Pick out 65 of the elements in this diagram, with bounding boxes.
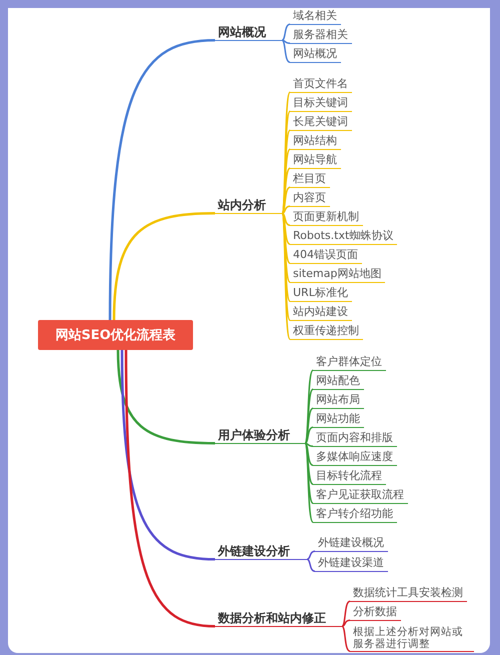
leaf-topic: 域名相关	[290, 9, 341, 25]
branch-line	[282, 206, 290, 214]
branch-topic: 用户体验分析	[215, 427, 305, 444]
leaf-topic: 页面内容和排版	[313, 431, 397, 447]
leaf-topic: 权重传递控制	[290, 324, 363, 340]
leaf-topic: URL标准化	[290, 286, 352, 302]
branch-line	[124, 350, 216, 628]
branch-line	[281, 212, 290, 245]
leaf-topic: 网站布局	[313, 393, 364, 409]
leaf-topic: 网站导航	[290, 153, 341, 169]
leaf-topic: 分析数据	[350, 605, 401, 621]
branch-line	[304, 442, 314, 504]
branch-line	[304, 442, 314, 466]
leaf-topic: 客户见证获取流程	[313, 488, 408, 504]
leaf-topic: 网站结构	[290, 134, 341, 150]
leaf-topic: 内容页	[290, 191, 330, 207]
leaf-topic: 根据上述分析对网站或服务器进行调整	[350, 626, 474, 652]
branch-line	[282, 186, 290, 214]
branch-line	[342, 600, 350, 627]
branch-topic: 外链建设分析	[215, 543, 307, 560]
branch-line	[306, 558, 316, 572]
branch-line	[304, 408, 314, 444]
leaf-topic: 多媒体响应速度	[313, 450, 397, 466]
leaf-topic: 外链建设渠道	[315, 556, 388, 572]
leaf-topic: 外链建设概况	[315, 536, 388, 552]
root-topic: 网站SEO优化流程表	[38, 320, 193, 350]
leaf-topic: 数据统计工具安装检测	[350, 586, 467, 602]
branch-topic: 数据分析和站内修正	[215, 610, 342, 627]
leaf-topic: 首页文件名	[290, 77, 352, 93]
leaf-topic: 404错误页面	[290, 248, 362, 264]
leaf-topic: 站内站建设	[290, 305, 352, 321]
branch-line	[281, 212, 291, 283]
branch-line	[120, 350, 216, 560]
branch-line	[282, 212, 290, 226]
branch-line	[116, 350, 216, 444]
branch-line	[282, 40, 290, 63]
branch-line	[281, 212, 290, 264]
leaf-topic: 网站功能	[313, 412, 364, 428]
leaf-topic: 目标转化流程	[313, 469, 386, 485]
branch-line	[304, 442, 314, 523]
branch-line	[282, 24, 290, 41]
branch-line	[304, 426, 314, 444]
leaf-topic: 栏目页	[290, 172, 330, 188]
branch-line	[281, 213, 291, 340]
leaf-topic: 页面更新机制	[290, 210, 363, 226]
branch-line	[304, 442, 314, 485]
branch-line	[306, 550, 316, 560]
branch-line	[342, 626, 350, 652]
branch-line	[108, 39, 216, 320]
leaf-topic: 网站配色	[313, 374, 364, 390]
branch-topic: 网站概况	[215, 24, 282, 41]
leaf-topic: 目标关键词	[290, 96, 352, 112]
leaf-topic: 客户转介绍功能	[313, 507, 397, 523]
leaf-topic: sitemap网站地图	[290, 267, 386, 283]
leaf-topic: 服务器相关	[290, 28, 352, 44]
leaf-topic: Robots.txt蜘蛛协议	[290, 229, 398, 245]
branch-line	[112, 212, 216, 320]
branch-topic: 站内分析	[215, 197, 282, 214]
leaf-topic: 网站概况	[290, 47, 341, 63]
branch-line	[282, 40, 290, 44]
branch-line	[304, 388, 314, 444]
branch-line	[342, 620, 350, 627]
leaf-topic: 长尾关键词	[290, 115, 352, 131]
leaf-topic: 客户群体定位	[313, 355, 386, 371]
branch-line	[304, 442, 314, 447]
